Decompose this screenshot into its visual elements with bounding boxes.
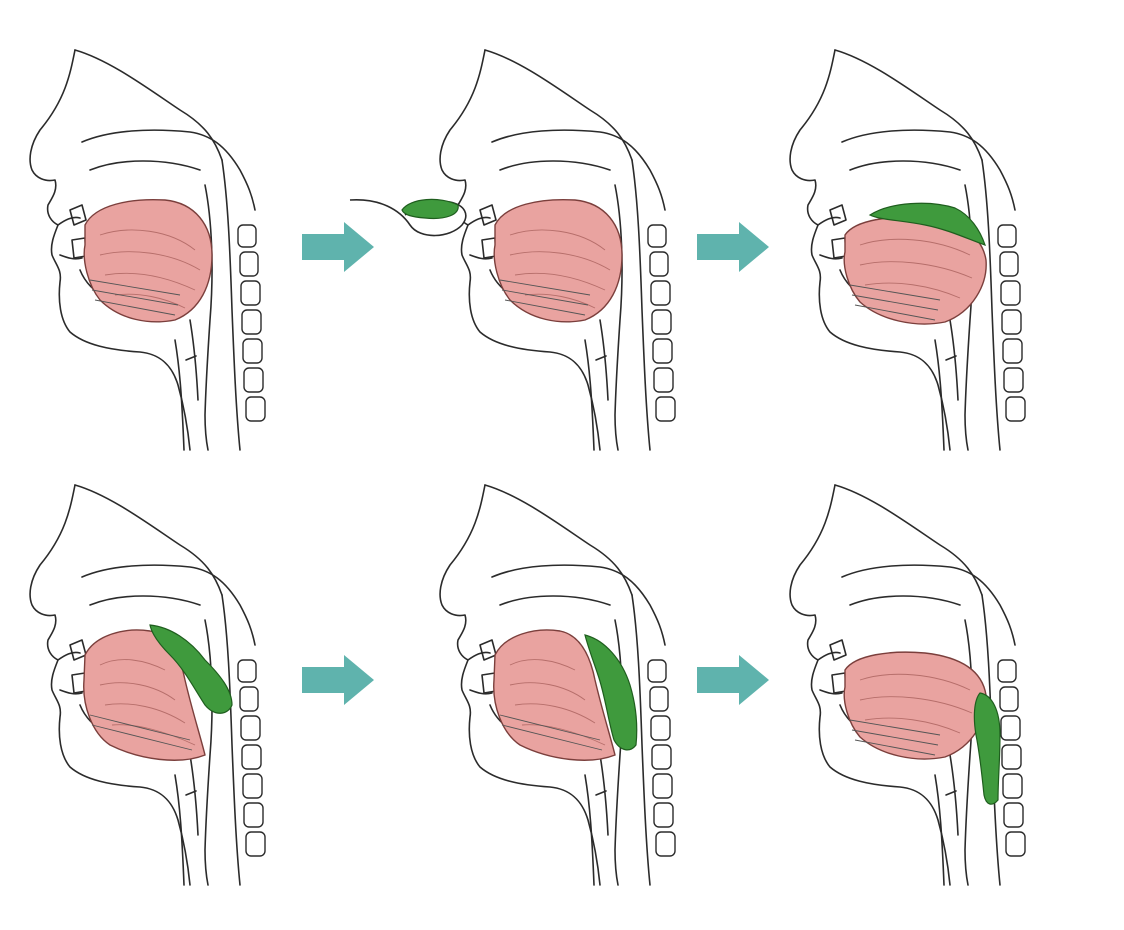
arrow-2-to-3 [697, 222, 769, 272]
arrow-5-to-6 [697, 655, 769, 705]
panel-6-bolus-esophagus [789, 484, 1026, 886]
bolus-esophagus [973, 692, 1001, 805]
panel-2-spoon-feeding [349, 49, 676, 451]
bolus-back-tongue [149, 624, 233, 714]
arrow-1-to-2 [302, 222, 374, 272]
panel-4-bolus-back-of-tongue [29, 484, 266, 886]
panel-5-bolus-pharynx [439, 484, 676, 886]
panel-1-mouth-empty [29, 49, 266, 451]
spoon-with-bolus [349, 198, 467, 237]
arrow-4-to-5 [302, 655, 374, 705]
panel-3-bolus-in-mouth [789, 49, 1026, 451]
bolus-oral [868, 202, 986, 246]
bolus-pharynx [584, 634, 638, 751]
